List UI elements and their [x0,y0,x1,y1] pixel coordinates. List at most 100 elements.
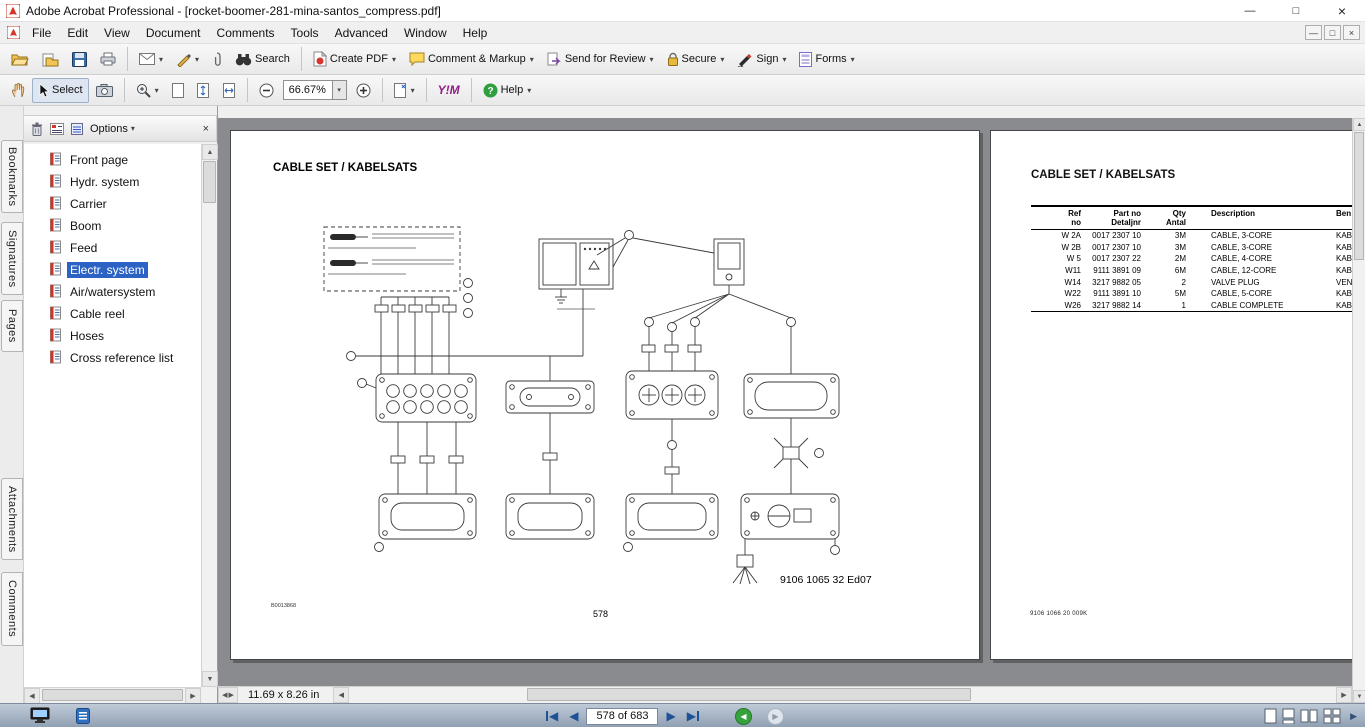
bookmark-label[interactable]: Cross reference list [70,351,174,365]
menu-item-help[interactable]: Help [462,25,488,40]
delete-bookmark-icon[interactable] [31,122,43,136]
minimize-button[interactable]: — [1244,4,1256,17]
scroll-left-icon[interactable]: ◀ [333,687,350,703]
zoom-out-button[interactable] [253,78,280,103]
zoom-dropdown-icon[interactable]: ▾ [331,81,346,99]
menu-item-comments[interactable]: Comments [216,25,275,40]
maximize-button[interactable]: □ [1292,4,1300,17]
panel-vertical-scrollbar[interactable]: ▲ ▼ [201,144,218,687]
scroll-left-icon[interactable]: ◀ [24,687,40,704]
zoom-tool-button[interactable]: ▾ [130,78,165,103]
bookmark-item[interactable]: Hoses [24,325,201,347]
actual-size-button[interactable] [166,78,190,103]
fit-width-button[interactable] [216,78,242,103]
next-view-button[interactable]: ▶ [766,707,784,725]
expand-statusbar-icon[interactable]: ▶ [1350,710,1357,721]
bookmark-label[interactable]: Boom [70,219,102,233]
search-button[interactable]: Search [229,47,296,72]
expand-current-bookmark-icon[interactable] [50,122,64,135]
scroll-up-icon[interactable]: ▲ [1353,118,1365,131]
menu-item-file[interactable]: File [32,25,52,40]
bookmark-item[interactable]: Cable reel [24,303,201,325]
hand-tool-button[interactable] [5,78,31,103]
select-tool-button[interactable]: Select [32,77,89,103]
comment-markup-button[interactable]: Comment & Markup▾ [403,47,540,72]
bookmark-label[interactable]: Hydr. system [70,175,140,189]
previous-view-button[interactable]: ◀ [734,707,752,725]
page-layout-button[interactable]: ▾ [388,78,421,103]
menu-item-window[interactable]: Window [403,25,447,40]
tab-attachments[interactable]: Attachments [1,478,23,560]
bookmark-label[interactable]: Hoses [70,329,105,343]
tab-bookmarks[interactable]: Bookmarks [1,140,23,213]
mdi-close-button[interactable]: × [1343,25,1360,40]
bookmark-label[interactable]: Front page [70,153,129,167]
scroll-down-icon[interactable]: ▼ [202,671,218,687]
bookmark-label[interactable]: Feed [70,241,98,255]
bookmark-label[interactable]: Cable reel [70,307,125,321]
scroll-thumb[interactable] [203,161,216,203]
zoom-level-input[interactable]: 66.67% [288,84,326,96]
last-page-button[interactable]: ▶ [684,706,702,726]
document-viewport[interactable]: CABLE SET / KABELSATS 9106 1065 32 Ed07 … [218,118,1352,686]
sign-button[interactable]: Sign▾ [731,47,792,72]
page-number-field[interactable]: 578 of 683 [586,707,659,725]
bookmark-label[interactable]: Air/watersystem [70,285,156,299]
previous-page-button[interactable]: ◀ [569,709,579,723]
organizer-button[interactable] [36,47,65,72]
close-button[interactable]: × [1337,2,1347,19]
print-button[interactable] [94,47,122,72]
scroll-right-icon[interactable]: ▶ [1336,687,1352,703]
next-page-button[interactable]: ▶ [666,709,676,723]
menu-item-tools[interactable]: Tools [290,25,319,40]
scroll-thumb[interactable] [42,689,183,701]
facing-view-icon[interactable] [1300,708,1318,724]
create-pdf-button[interactable]: Create PDF▾ [307,47,402,72]
review-tracker-button[interactable]: ▾ [170,47,205,72]
bookmark-item[interactable]: Carrier [24,193,201,215]
snapshot-tool-button[interactable] [90,78,119,103]
options-button[interactable]: Options▾ [90,122,135,135]
scroll-splitter-button[interactable]: ◀▶ [218,687,238,703]
scroll-up-icon[interactable]: ▲ [202,144,218,160]
scroll-down-icon[interactable]: ▼ [1353,690,1365,703]
single-page-view-icon[interactable] [1264,708,1277,724]
open-button[interactable] [5,47,35,72]
document-status-icon[interactable] [76,707,90,724]
tab-signatures[interactable]: Signatures [1,222,23,295]
zoom-in-button[interactable] [350,78,377,103]
tab-pages[interactable]: Pages [1,300,23,352]
scroll-thumb[interactable] [526,688,971,701]
forms-button[interactable]: Forms▾ [793,47,860,72]
continuous-facing-view-icon[interactable] [1323,708,1341,724]
bookmark-label[interactable]: Electr. system [67,262,148,278]
tab-comments[interactable]: Comments [1,572,23,646]
save-button[interactable] [66,47,93,72]
scroll-right-icon[interactable]: ▶ [185,687,201,704]
panel-horizontal-scrollbar[interactable]: ◀ ▶ [24,687,201,704]
close-panel-icon[interactable]: × [202,122,209,135]
new-bookmark-icon[interactable] [71,122,83,135]
menu-item-view[interactable]: View [104,25,130,40]
scroll-thumb[interactable] [1354,132,1364,260]
bookmark-item[interactable]: Boom [24,215,201,237]
attach-button[interactable] [206,47,228,72]
menu-item-edit[interactable]: Edit [67,25,89,40]
yim-button[interactable]: Y!M [432,78,466,103]
bookmark-item[interactable]: Air/watersystem [24,281,201,303]
document-vertical-scrollbar[interactable]: ▲ ▼ [1352,118,1365,703]
help-button[interactable]: ?Help▾ [477,78,538,103]
bookmark-item[interactable]: Front page [24,149,201,171]
email-button[interactable]: ▾ [133,47,169,72]
bookmark-label[interactable]: Carrier [70,197,107,211]
screen-mode-icon[interactable] [30,707,50,724]
bookmark-item[interactable]: Electr. system [24,259,201,281]
continuous-view-icon[interactable] [1282,708,1295,724]
menu-item-advanced[interactable]: Advanced [334,25,388,40]
secure-button[interactable]: Secure▾ [661,47,731,72]
bookmark-item[interactable]: Feed [24,237,201,259]
fit-page-button[interactable] [191,78,215,103]
bookmark-item[interactable]: Hydr. system [24,171,201,193]
menu-item-document[interactable]: Document [145,25,201,40]
bookmark-item[interactable]: Cross reference list [24,347,201,369]
